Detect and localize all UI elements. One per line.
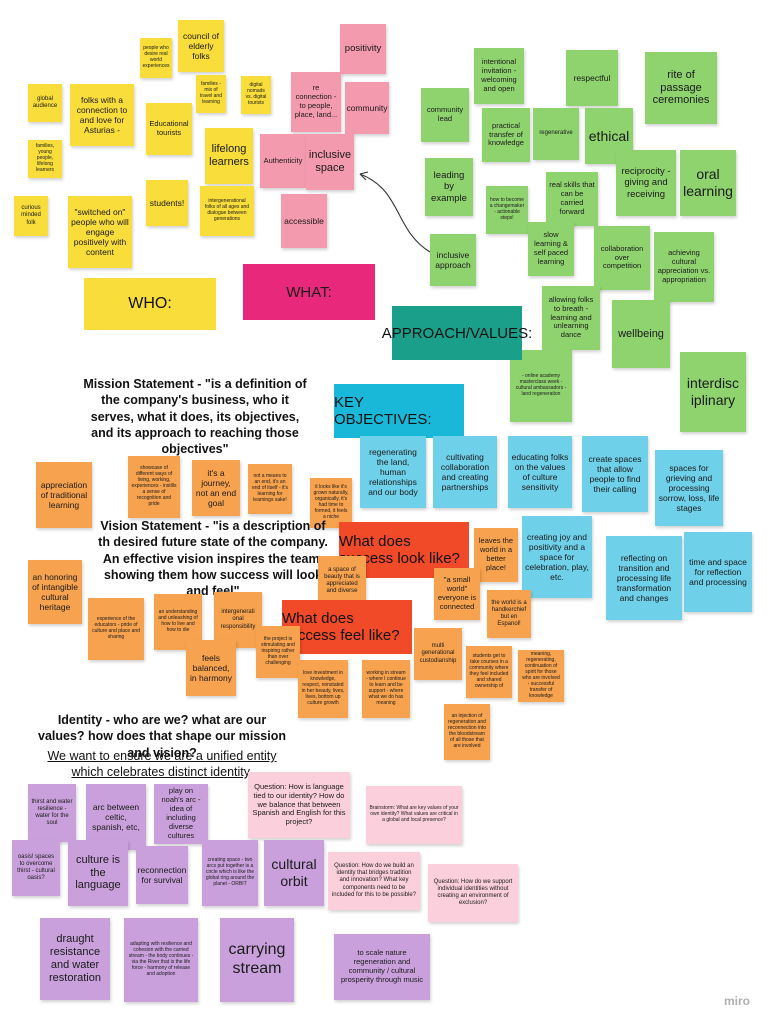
sticky-note[interactable]: arc between celtic, spanish, etc, [86, 784, 146, 850]
what-header[interactable]: WHAT: [243, 264, 375, 320]
sticky-note[interactable]: slow learning & self paced learning [528, 222, 574, 276]
sticky-note[interactable]: the project is stimulating and inspiring… [256, 626, 300, 678]
sticky-note[interactable]: real skills that can be carried forward [546, 172, 598, 226]
sticky-note[interactable]: digital nomads vs. digital tourists [241, 76, 271, 114]
sticky-note[interactable]: oasis! spaces to overcome thirst - cultu… [12, 840, 60, 896]
sticky-note[interactable]: interdisc iplinary [680, 352, 746, 432]
brainstorm-note[interactable]: Brainstorm: What are key values of your … [366, 786, 462, 844]
sticky-note[interactable]: working in stream - where I continue to … [362, 660, 410, 718]
sticky-note[interactable]: it's a journey, not an end goal [192, 460, 240, 516]
sticky-note[interactable]: folks with a connection to and love for … [70, 84, 134, 146]
sticky-note[interactable]: students! [146, 180, 188, 226]
sticky-note[interactable]: "a small world" everyone is connected [434, 568, 480, 620]
sticky-note[interactable]: adapting with resilience and cohesion wi… [124, 918, 198, 1002]
sticky-note[interactable]: create spaces that allow people to find … [582, 436, 648, 512]
sticky-note[interactable]: lifelong learners [205, 128, 253, 184]
sticky-note[interactable]: families - mix of travel and learning [196, 75, 226, 113]
sticky-note[interactable]: families, young people, lifelong learner… [28, 140, 62, 178]
sticky-note[interactable]: leaves the world in a better place! [474, 528, 518, 582]
question-note[interactable]: Question: How is language tied to our id… [248, 772, 350, 838]
sticky-note[interactable]: spaces for grieving and processing sorro… [655, 450, 723, 526]
sticky-note[interactable]: community [345, 82, 389, 134]
sticky-note[interactable]: collaboration over competition [594, 226, 650, 290]
sticky-note[interactable]: achieving cultural appreciation vs. appr… [654, 232, 714, 302]
sticky-note[interactable]: oral learning [680, 150, 736, 216]
question-note[interactable]: Question: How do we support individual i… [428, 864, 518, 922]
sticky-note[interactable]: an injection of regeneration and reconne… [444, 704, 490, 760]
sticky-note[interactable]: rite of passage ceremonies [645, 52, 717, 124]
sticky-note[interactable]: it looks like it's grown naturally, orga… [310, 478, 352, 528]
connector-arrow [359, 171, 431, 253]
sticky-note[interactable]: creating joy and positivity and a space … [522, 516, 592, 598]
sticky-note[interactable]: reflecting on transition and processing … [606, 536, 682, 620]
sticky-note[interactable]: ethical [585, 108, 633, 164]
sticky-note[interactable]: students get to take courses in a commun… [466, 646, 512, 698]
sticky-note[interactable]: educating folks on the values of culture… [508, 436, 572, 508]
sticky-note[interactable]: showcase of different ways of living, wo… [128, 456, 180, 518]
sticky-note[interactable]: cultural orbit [264, 840, 324, 906]
sticky-note[interactable]: leading by example [425, 158, 473, 216]
sticky-note[interactable]: inclusive space [306, 134, 354, 190]
identity-title: Identity - who are we? what are our valu… [38, 713, 286, 760]
sticky-note[interactable]: feels balanced, in harmony [186, 640, 236, 696]
sticky-note[interactable]: multi generational custodianship [414, 628, 462, 680]
sticky-note[interactable]: allowing folks to breath - learning and … [542, 286, 600, 350]
sticky-note[interactable]: meaning, regenerating, continuation of s… [518, 650, 564, 702]
sticky-note[interactable]: culture is the language [68, 840, 128, 906]
sticky-note[interactable]: thirst and water resilience - water for … [28, 784, 76, 842]
sticky-note[interactable]: intergenerati onal responsibility [214, 592, 262, 648]
sticky-note[interactable]: an honoring of intangible cultural herit… [28, 560, 82, 624]
sticky-note[interactable]: wellbeing [612, 300, 670, 368]
sticky-note[interactable]: community lead [421, 88, 469, 142]
sticky-note[interactable]: reconnection for survival [136, 846, 188, 904]
sticky-note[interactable]: not a means to an end, it's an end of it… [248, 464, 292, 514]
sticky-note[interactable]: cultivating collaboration and creating p… [433, 436, 497, 508]
sticky-note[interactable]: positivity [340, 24, 386, 74]
sticky-note[interactable]: play on noah's arc - idea of including d… [154, 784, 208, 844]
sticky-note[interactable]: - online academy masterclass week - cult… [510, 350, 572, 422]
sticky-note[interactable]: intentional invitation - welcoming and o… [474, 48, 524, 104]
sticky-note[interactable]: time and space for reflection and proces… [684, 532, 752, 612]
sticky-note[interactable]: Authenticity [260, 134, 306, 188]
sticky-note[interactable]: accessible [281, 194, 327, 248]
sticky-note[interactable]: how to become a changemaker - actionable… [486, 186, 528, 234]
sticky-note[interactable]: global audience [28, 84, 62, 122]
sticky-note[interactable]: love investment in knowledge, respect, r… [298, 660, 348, 718]
sticky-note[interactable]: council of elderly folks [178, 20, 224, 72]
sticky-note[interactable]: Educational tourists [146, 103, 192, 155]
sticky-note[interactable]: carrying stream [220, 918, 294, 1002]
sticky-note[interactable]: creating space - two arcs put together i… [202, 840, 258, 906]
question-note[interactable]: Question: How do we build an identity th… [328, 852, 420, 910]
sticky-note[interactable]: experience of the educators - pride of c… [88, 598, 144, 660]
sticky-note[interactable]: intergenerational folks of all ages and … [200, 186, 254, 236]
sticky-note[interactable]: regenerating the land, human relationshi… [360, 436, 426, 508]
sticky-note[interactable]: the world is a handkerchief but en Espan… [487, 590, 531, 638]
sticky-note[interactable]: a space of beauty that is appreciated an… [318, 556, 366, 606]
sticky-note[interactable]: respectful [566, 50, 618, 106]
key-objectives-header[interactable]: KEY OBJECTIVES: [334, 384, 464, 438]
identity-subtitle: We want to ensure we are a unified entit… [47, 749, 277, 780]
sticky-note[interactable]: reciprocity - giving and receiving [616, 150, 676, 216]
success-feel-header[interactable]: What does success feel like? [282, 600, 412, 654]
sticky-note[interactable]: re connection - to people, place, land..… [291, 72, 341, 132]
sticky-note[interactable]: inclusive approach [430, 234, 476, 286]
sticky-note[interactable]: regenerative [533, 108, 579, 160]
sticky-note[interactable]: curious minded folk [14, 196, 48, 236]
who-header[interactable]: WHO: [84, 278, 216, 330]
sticky-note[interactable]: appreciation of traditional learning [36, 462, 92, 528]
vision-statement: Vision Statement - "is a description of … [98, 519, 328, 598]
sticky-note[interactable]: to scale nature regeneration and communi… [334, 934, 430, 1000]
sticky-note[interactable]: "switched on" people who will engage pos… [68, 196, 132, 268]
mission-statement: Mission Statement - "is a definition of … [83, 377, 307, 456]
sticky-note[interactable]: draught resistance and water restoration [40, 918, 110, 1000]
sticky-note[interactable]: practical transfer of knowledge [482, 108, 530, 162]
miro-watermark: miro [724, 994, 751, 1008]
approach-values-header[interactable]: APPROACH/VALUES: [382, 306, 532, 360]
sticky-note[interactable]: people who desire real world experiences [140, 38, 172, 78]
